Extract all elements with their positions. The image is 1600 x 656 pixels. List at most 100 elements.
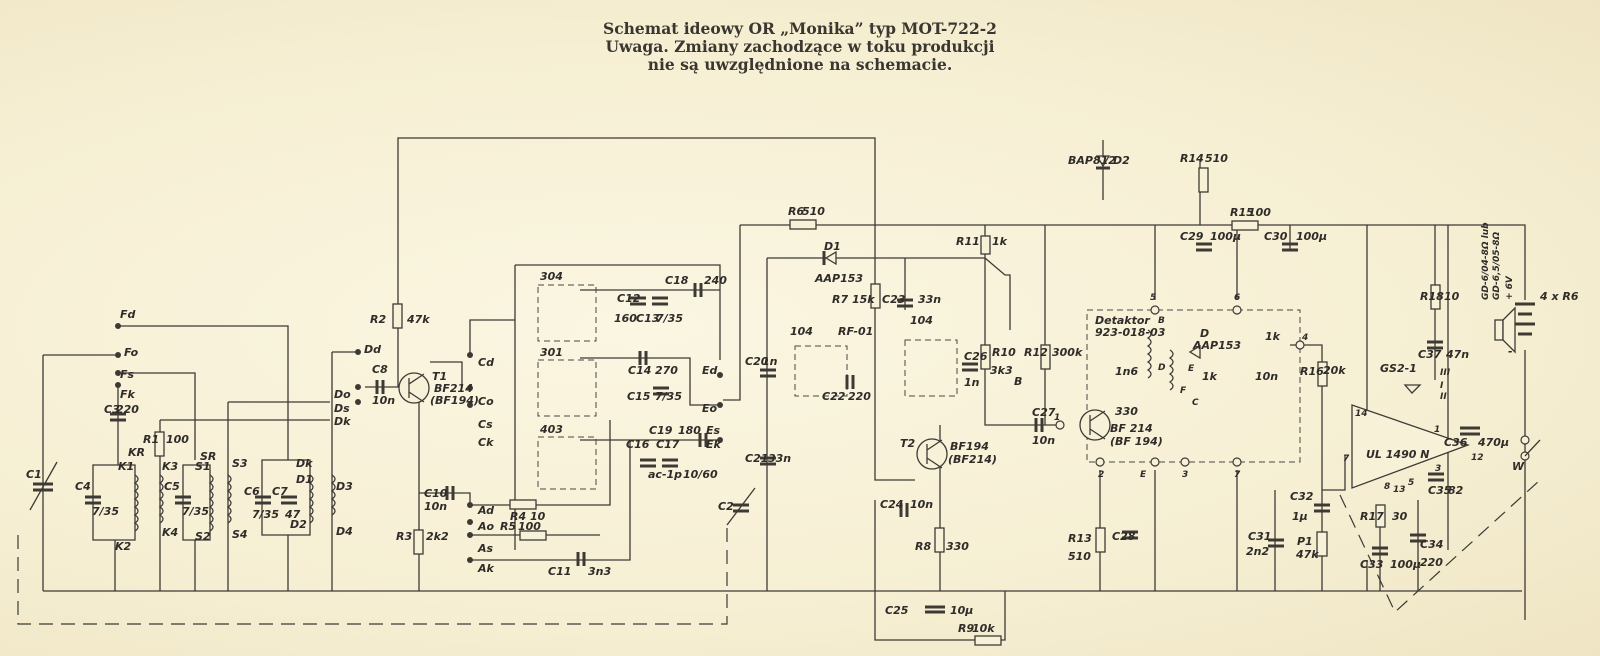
value-C32: 1µ bbox=[1292, 510, 1308, 523]
value-R1: 100 bbox=[166, 433, 189, 446]
capacitor-C1-variable-arrow bbox=[29, 461, 58, 511]
output-stage bbox=[1403, 302, 1541, 461]
resistor-R18 bbox=[1430, 284, 1441, 310]
label-switch-W: W bbox=[1512, 460, 1525, 473]
label-C21: C21 bbox=[745, 452, 768, 465]
label-C3: C3 bbox=[104, 403, 120, 416]
capacitor-C16 bbox=[640, 458, 656, 468]
detector-coil-D: D bbox=[1158, 363, 1166, 373]
label-D2-pin: D2 bbox=[290, 518, 307, 531]
label-C19: C19 bbox=[649, 424, 673, 437]
capacitor-C26 bbox=[962, 362, 978, 372]
label-SR: SR bbox=[200, 450, 216, 463]
capacitor-C28 bbox=[1122, 530, 1138, 540]
value-C4: 7/35 bbox=[92, 505, 119, 518]
capacitor-C18 bbox=[693, 283, 703, 297]
capacitor-C24 bbox=[899, 503, 909, 517]
resistor-R12 bbox=[1040, 344, 1051, 370]
wire-r6-left bbox=[723, 225, 741, 401]
detector-rseries: 1k bbox=[1265, 330, 1281, 343]
detector-resistor: 330 bbox=[1115, 405, 1138, 418]
resistor-R5 bbox=[519, 530, 547, 541]
detector-title: Detaktor bbox=[1095, 314, 1150, 327]
value-R12: 300k bbox=[1052, 346, 1083, 359]
capacitor-C17 bbox=[662, 458, 678, 468]
wire-kr-tank bbox=[92, 464, 136, 541]
value-R8: 330 bbox=[946, 540, 969, 553]
speaker-label-group: GD-6/04-8Ω lub GD-6,5/05-8Ω + 6V bbox=[1481, 222, 1515, 300]
labels: Fd Fo Fs Fk C3 220 C1 C4 7/35 KR K1 K2 K… bbox=[26, 152, 1579, 635]
coil-S3-S4 bbox=[226, 474, 232, 524]
capacitor-C29 bbox=[1196, 242, 1212, 252]
detector-pin-5-label: 5 bbox=[1150, 293, 1156, 303]
wire-supply-bus bbox=[1200, 224, 1526, 300]
label-Ds: Ds bbox=[334, 402, 350, 415]
detector-coil-F: F bbox=[1180, 386, 1187, 396]
wire-t1-collector-co bbox=[430, 361, 463, 388]
resistor-R6 bbox=[789, 219, 817, 230]
label-R4: R4 bbox=[510, 510, 526, 523]
value-D2: BAP812 bbox=[1068, 154, 1116, 167]
label-R17: R17 bbox=[1360, 510, 1384, 523]
label-C6: C6 bbox=[244, 485, 260, 498]
label-RF-01: RF-01 bbox=[838, 325, 873, 338]
box-coil-304 bbox=[537, 284, 597, 342]
resistor-R7 bbox=[870, 283, 881, 309]
value-T2: BF194 bbox=[950, 440, 989, 453]
contact-Ad bbox=[467, 502, 473, 508]
value-C27: 10n bbox=[1032, 434, 1055, 447]
detector-pin-2-label: 2 bbox=[1098, 470, 1104, 480]
label-C10: C10 bbox=[424, 487, 448, 500]
contact-Fs bbox=[115, 370, 121, 376]
box-detector bbox=[1086, 309, 1301, 463]
capacitor-C25 bbox=[925, 605, 945, 614]
label-D3-pin: D3 bbox=[336, 480, 353, 493]
wire-p1-wiper bbox=[1322, 455, 1346, 491]
label-C4: C4 bbox=[75, 480, 91, 493]
value-C5: 7/35 bbox=[182, 505, 209, 518]
resistors bbox=[154, 167, 1441, 646]
contact-Dd bbox=[355, 349, 361, 355]
value-C21: 33n bbox=[768, 452, 791, 465]
resistor-R1 bbox=[154, 431, 165, 457]
transistor-detector bbox=[1079, 409, 1111, 441]
coil-detector-primary bbox=[1146, 329, 1152, 379]
label-C31: C31 bbox=[1248, 530, 1271, 543]
wires bbox=[17, 137, 1541, 641]
wire-cd bbox=[469, 319, 515, 355]
capacitor-C5 bbox=[175, 495, 191, 505]
value-T1: BF214 bbox=[434, 382, 473, 395]
label-C12: C12 bbox=[617, 292, 641, 305]
wire-fs bbox=[118, 372, 196, 460]
label-Do: Do bbox=[334, 388, 351, 401]
label-C29: C29 bbox=[1180, 230, 1204, 243]
capacitors bbox=[29, 242, 1480, 614]
detector-diode: AAP153 bbox=[1192, 339, 1241, 352]
label-Es: Es bbox=[706, 424, 721, 437]
label-D2: D2 bbox=[1113, 154, 1130, 167]
label-C15: C15 bbox=[627, 390, 651, 403]
value-C33: 100µ bbox=[1390, 558, 1421, 571]
value-C16: ac-1p bbox=[648, 468, 682, 481]
label-IC: UL 1490 N bbox=[1366, 448, 1429, 461]
capacitor-C37 bbox=[1427, 340, 1443, 350]
contact-Fo bbox=[115, 352, 121, 358]
label-Ck: Ck bbox=[478, 436, 494, 449]
label-C35: C35 bbox=[1428, 484, 1452, 497]
label-C33: C33 bbox=[1360, 558, 1384, 571]
resistor-R11 bbox=[980, 235, 991, 255]
label-Dd: Dd bbox=[364, 343, 381, 356]
wire-s-group bbox=[194, 402, 229, 591]
label-R11: R11 bbox=[956, 235, 980, 248]
value-C8: 10n bbox=[372, 394, 395, 407]
value-C23: 33n bbox=[918, 293, 941, 306]
capacitor-C31 bbox=[1268, 538, 1284, 548]
label-C20: C20 bbox=[745, 355, 769, 368]
value-C18: 240 bbox=[704, 274, 727, 287]
coil-detector-secondary bbox=[1168, 349, 1174, 391]
wire-dk-tank bbox=[261, 459, 311, 536]
value-C37: 47n bbox=[1445, 348, 1469, 361]
capacitor-C34 bbox=[1410, 533, 1426, 543]
value-D1: AAP153 bbox=[814, 272, 863, 285]
label-C17: C17 bbox=[656, 438, 680, 451]
